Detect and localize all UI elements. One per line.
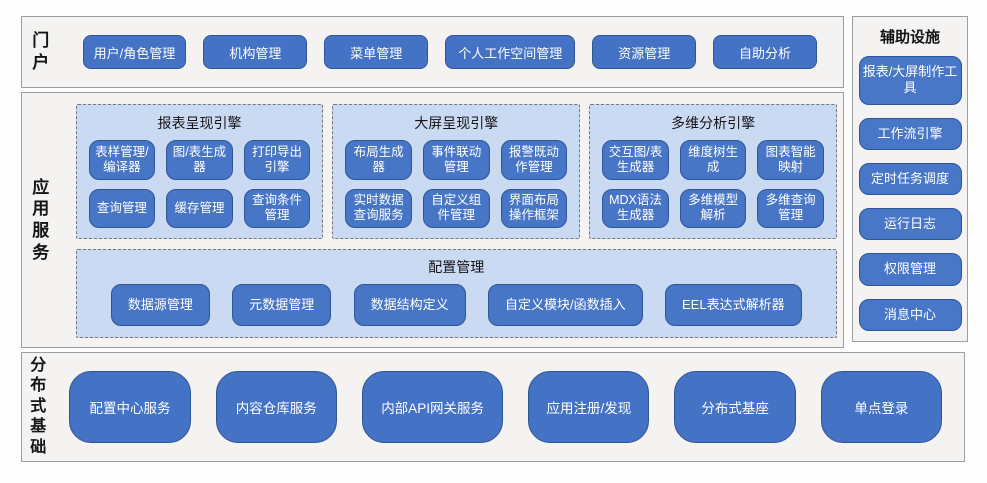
permission-management-button[interactable]: 权限管理 (858, 253, 962, 286)
portal-section-label: 门户 (32, 31, 50, 72)
distributed-foundation-row: 配置中心服务 内容仓库服务 内部API网关服务 应用注册/发现 分布式基座 单点… (47, 371, 964, 443)
eel-expression-parser-button[interactable]: EEL表达式解析器 (665, 284, 802, 326)
datasource-management-button[interactable]: 数据源管理 (110, 284, 210, 326)
run-log-button[interactable]: 运行日志 (858, 208, 962, 241)
olap-engine-group: 多维分析引擎 交互图/表生成器 维度树生成 图表智能映射 MDX语法生成器 多维… (589, 104, 837, 239)
screen-engine-group: 大屏呈现引擎 布局生成器 事件联动管理 报警既动作管理 实时数据查询服务 自定义… (332, 104, 581, 239)
workflow-engine-button[interactable]: 工作流引擎 (858, 117, 962, 150)
internal-api-gateway-service-button[interactable]: 内部API网关服务 (361, 371, 504, 443)
auxiliary-facilities-section: 辅助设施 报表/大屏制作工具 工作流引擎 定时任务调度 运行日志 权限管理 消息… (852, 16, 968, 342)
interactive-chart-generator-button[interactable]: 交互图/表生成器 (602, 140, 669, 180)
resource-management-button[interactable]: 资源管理 (592, 35, 697, 69)
screen-engine-grid: 布局生成器 事件联动管理 报警既动作管理 实时数据查询服务 自定义组件管理 界面… (345, 140, 568, 228)
report-engine-grid: 表样管理/编译器 图/表生成器 打印导出引擎 查询管理 缓存管理 查询条件管理 (88, 140, 311, 228)
portal-section: 门户 用户/角色管理 机构管理 菜单管理 个人工作空间管理 资源管理 自助分析 (21, 16, 844, 88)
chart-smart-mapping-button[interactable]: 图表智能映射 (757, 140, 824, 180)
auxiliary-facilities-title: 辅助设施 (879, 29, 940, 46)
multidim-query-management-button[interactable]: 多维查询管理 (757, 188, 824, 228)
distributed-foundation-section: 分布式基础 配置中心服务 内容仓库服务 内部API网关服务 应用注册/发现 分布… (21, 352, 965, 462)
config-center-service-button[interactable]: 配置中心服务 (69, 371, 191, 443)
application-services-content: 报表呈现引擎 表样管理/编译器 图/表生成器 打印导出引擎 查询管理 缓存管理 … (51, 93, 843, 347)
self-service-analysis-button[interactable]: 自助分析 (713, 35, 817, 69)
multidim-model-parsing-button[interactable]: 多维模型解析 (679, 188, 747, 228)
config-management-group: 配置管理 数据源管理 元数据管理 数据结构定义 自定义模块/函数插入 EEL表达… (75, 249, 837, 338)
realtime-data-query-service-button[interactable]: 实时数据查询服务 (345, 188, 412, 228)
content-repo-service-button[interactable]: 内容仓库服务 (215, 371, 337, 443)
chart-table-generator-button[interactable]: 图/表生成器 (166, 140, 233, 180)
config-management-title: 配置管理 (428, 259, 485, 275)
print-export-engine-button[interactable]: 打印导出引擎 (243, 140, 311, 180)
personal-workspace-management-button[interactable]: 个人工作空间管理 (445, 35, 576, 69)
custom-module-function-insert-button[interactable]: 自定义模块/函数插入 (488, 284, 643, 326)
org-management-button[interactable]: 机构管理 (203, 35, 308, 69)
query-management-button[interactable]: 查询管理 (88, 188, 156, 228)
menu-management-button[interactable]: 菜单管理 (324, 35, 429, 69)
report-engine-title: 报表呈现引擎 (157, 115, 242, 131)
single-sign-on-button[interactable]: 单点登录 (820, 371, 943, 443)
portal-button-row: 用户/角色管理 机构管理 菜单管理 个人工作空间管理 资源管理 自助分析 (51, 35, 843, 69)
cache-management-button[interactable]: 缓存管理 (166, 188, 233, 228)
report-engine-group: 报表呈现引擎 表样管理/编译器 图/表生成器 打印导出引擎 查询管理 缓存管理 … (75, 104, 324, 239)
dimension-tree-generation-button[interactable]: 维度树生成 (679, 140, 747, 180)
olap-engine-grid: 交互图/表生成器 维度树生成 图表智能映射 MDX语法生成器 多维模型解析 多维… (602, 140, 824, 228)
distributed-base-button[interactable]: 分布式基座 (674, 371, 796, 443)
alarm-action-management-button[interactable]: 报警既动作管理 (500, 140, 568, 180)
user-role-management-button[interactable]: 用户/角色管理 (82, 35, 187, 69)
report-screen-authoring-tool-button[interactable]: 报表/大屏制作工具 (858, 56, 962, 105)
scheduled-task-scheduler-button[interactable]: 定时任务调度 (858, 162, 962, 196)
app-registration-discovery-button[interactable]: 应用注册/发现 (528, 371, 650, 443)
message-center-button[interactable]: 消息中心 (858, 298, 962, 331)
olap-engine-title: 多维分析引擎 (671, 115, 756, 131)
custom-component-management-button[interactable]: 自定义组件管理 (422, 188, 490, 228)
config-management-row: 数据源管理 元数据管理 数据结构定义 自定义模块/函数插入 EEL表达式解析器 (89, 284, 824, 326)
mdx-syntax-generator-button[interactable]: MDX语法生成器 (602, 188, 669, 228)
query-condition-management-button[interactable]: 查询条件管理 (243, 188, 311, 228)
engine-groups-row: 报表呈现引擎 表样管理/编译器 图/表生成器 打印导出引擎 查询管理 缓存管理 … (75, 104, 837, 239)
data-structure-definition-button[interactable]: 数据结构定义 (353, 284, 466, 326)
screen-engine-title: 大屏呈现引擎 (414, 115, 499, 131)
application-services-label: 应用服务 (32, 177, 50, 262)
auxiliary-facilities-column: 报表/大屏制作工具 工作流引擎 定时任务调度 运行日志 权限管理 消息中心 (858, 56, 962, 331)
distributed-foundation-label: 分布式基础 (30, 356, 47, 456)
metadata-management-button[interactable]: 元数据管理 (232, 284, 332, 326)
template-management-compiler-button[interactable]: 表样管理/编译器 (88, 140, 156, 180)
application-services-section: 应用服务 报表呈现引擎 表样管理/编译器 图/表生成器 打印导出引擎 查询管理 … (21, 92, 844, 348)
event-linkage-management-button[interactable]: 事件联动管理 (422, 140, 490, 180)
ui-layout-framework-button[interactable]: 界面布局操作框架 (500, 188, 568, 228)
layout-generator-button[interactable]: 布局生成器 (345, 140, 412, 180)
